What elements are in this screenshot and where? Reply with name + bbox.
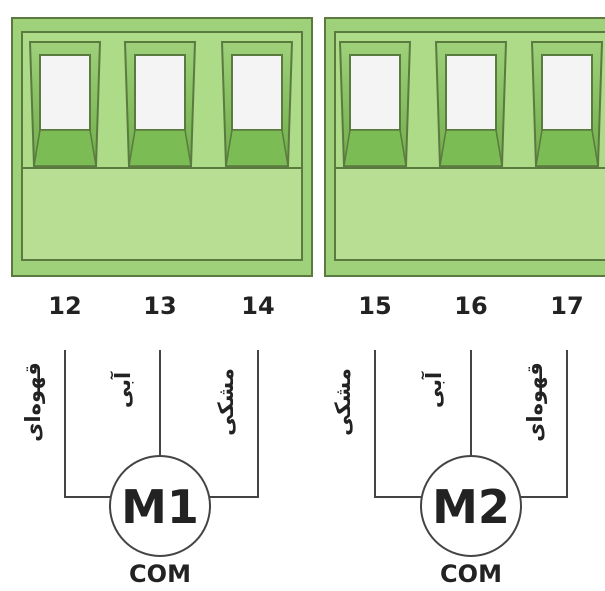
wire-12 <box>64 350 110 498</box>
terminal-number-15: 15 <box>358 292 391 320</box>
terminal-block-2 <box>324 17 605 277</box>
wire-label-15: مشکی <box>331 368 355 436</box>
terminal-slot-16 <box>434 41 508 167</box>
motor-2-label: M2 <box>432 480 510 534</box>
terminal-slot-14 <box>220 41 294 167</box>
wire-label-14: مشکی <box>214 368 238 436</box>
motor-1-label: M1 <box>121 480 199 534</box>
motor-2: M2 COM <box>420 455 522 588</box>
terminal-slot-12 <box>28 41 102 167</box>
terminal-number-14: 14 <box>241 292 274 320</box>
terminal-slot-15 <box>338 41 412 167</box>
terminal-numbers: 12 13 14 15 16 17 <box>48 292 583 320</box>
motor-1-wires <box>64 350 259 498</box>
terminal-number-13: 13 <box>143 292 176 320</box>
wire-14 <box>210 350 259 498</box>
terminal-slot-13 <box>123 41 197 167</box>
terminal-number-16: 16 <box>454 292 487 320</box>
wire-labels: قهوه‌ای آبی مشکی مشکی آبی قهوه‌ای <box>21 362 547 442</box>
terminal-block-1 <box>11 17 313 277</box>
terminal-number-12: 12 <box>48 292 81 320</box>
terminal-number-17: 17 <box>550 292 583 320</box>
terminal-slot-17 <box>530 41 604 167</box>
motor-1: M1 COM <box>109 455 211 588</box>
wire-label-17: قهوه‌ای <box>523 362 547 442</box>
motor-1-common-label: COM <box>129 560 191 587</box>
wire-label-16: آبی <box>421 371 446 408</box>
motor-2-wires <box>374 350 568 498</box>
wire-label-13: آبی <box>110 371 135 408</box>
wire-label-12: قهوه‌ای <box>21 362 45 442</box>
wire-15 <box>374 350 424 498</box>
motor-2-common-label: COM <box>440 560 502 587</box>
wire-17 <box>521 350 568 498</box>
